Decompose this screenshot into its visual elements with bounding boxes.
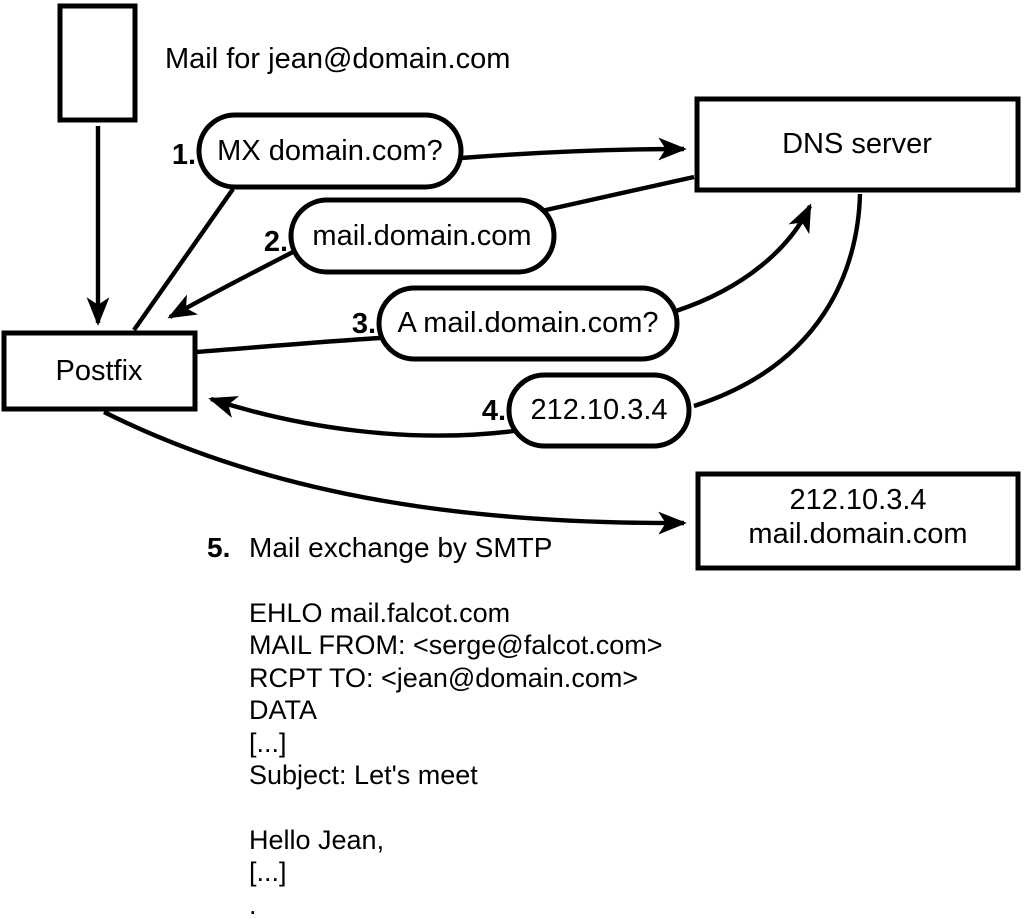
step5-label: Mail exchange by SMTP <box>249 532 552 563</box>
mail-note-label: Mail for jean@domain.com <box>165 43 510 75</box>
step4-answer-bubble <box>506 372 692 449</box>
arrow-step3-to-dns <box>675 203 812 314</box>
step4-number: 4. <box>482 395 506 427</box>
step3-number: 3. <box>352 308 376 340</box>
line-postfix-to-step3 <box>195 335 381 355</box>
smtp-session-line-6: Subject: Let's meet <box>249 760 478 790</box>
step1-query-label: MX domain.com? <box>217 135 443 167</box>
step3-query-bubble <box>376 285 680 362</box>
postfix-label: Postfix <box>55 355 143 387</box>
line-dns-to-step2 <box>536 174 695 215</box>
mail-server-ip: 212.10.3.4 <box>789 484 926 516</box>
mail-message-shape <box>57 3 138 123</box>
dns-server-box <box>694 96 1021 193</box>
line-postfix-to-step1 <box>132 187 235 332</box>
smtp-session-line-2: MAIL FROM: <serge@falcot.com> <box>249 630 663 660</box>
arrow-step4-to-postfix <box>208 396 515 438</box>
arrow-step2-to-postfix <box>167 250 295 319</box>
line-dns-to-step4 <box>693 193 863 409</box>
mail-server-hostname: mail.domain.com <box>748 518 967 550</box>
step4-answer-label: 212.10.3.4 <box>530 394 667 426</box>
step1-query-bubble <box>196 112 464 190</box>
step3-query-label: A mail.domain.com? <box>397 307 658 339</box>
step2-answer-bubble <box>288 197 557 275</box>
smtp-session-line-10: . <box>249 890 257 919</box>
smtp-session-line-5: [...] <box>249 728 287 758</box>
smtp-session-line-4: DATA <box>249 695 317 725</box>
mail-server-box <box>695 471 1021 571</box>
arrow-postfix-to-mail-server <box>103 410 687 535</box>
postfix-box <box>1 330 198 412</box>
smtp-session-line-9: [...] <box>249 857 287 887</box>
smtp-session-line-3: RCPT TO: <jean@domain.com> <box>249 663 638 693</box>
arrow-step1-to-dns <box>460 137 687 161</box>
step5-number: 5. <box>207 532 230 563</box>
dns-server-label: DNS server <box>782 128 932 160</box>
step2-number: 2. <box>264 226 288 258</box>
step2-answer-label: mail.domain.com <box>312 220 531 252</box>
step1-number: 1. <box>172 139 196 171</box>
smtp-session-line-1: EHLO mail.falcot.com <box>249 598 510 628</box>
smtp-session-line-8: Hello Jean, <box>249 825 384 855</box>
